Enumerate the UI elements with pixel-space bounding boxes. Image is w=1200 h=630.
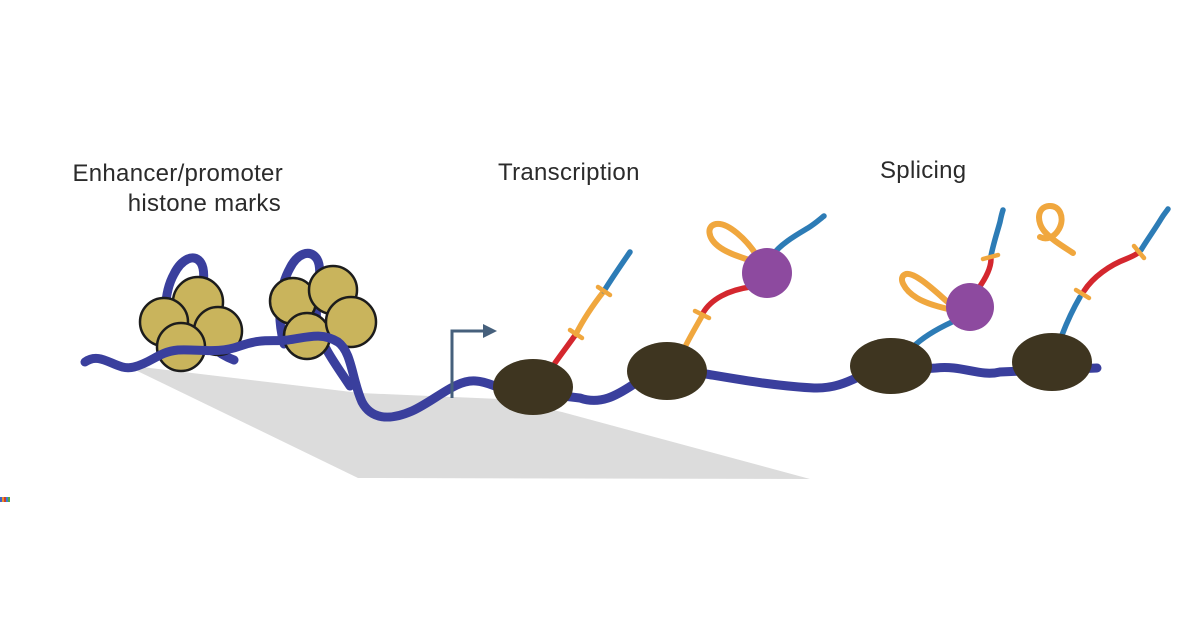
junction-tick-4b [1131,243,1147,261]
transcript-1-blue-segment [601,249,633,294]
spliceosome-2 [946,283,994,331]
free-intron-lariat [1036,203,1076,256]
junction-tick-1a [567,327,585,341]
intron-lariat-1 [706,220,760,265]
spliceosome-1 [742,248,792,298]
transcript-1-red-segment [552,331,579,366]
spliceosome-2-exit-red [975,256,994,292]
dna-strand [80,331,1102,422]
transcript-2-red-segment [700,284,753,316]
junction-tick-1b [595,284,613,298]
spliceosome-complex-1 [706,213,827,298]
tss-arrow-line [450,329,483,398]
label-histone-marks-line2: histone marks [128,190,281,217]
spliceosome-1-exit-blue [769,213,827,259]
transcript-2-amber-segment [683,313,705,348]
rna-polymerase-3 [850,338,932,394]
nucleosome-2 [268,264,378,361]
transcript-4-red-segment [1081,250,1141,294]
junction-tick-3 [980,252,1001,262]
nascent-transcript-4 [1059,206,1171,338]
junction-tick-2 [692,308,712,321]
ground-shadow [125,365,810,479]
transcript-1-amber-segment [573,288,607,337]
label-splicing: Splicing [880,157,966,184]
rna-polymerase-1 [493,359,573,415]
nascent-transcript-1 [552,249,633,366]
left-edge-color-strip-artifact [0,497,10,502]
transcript-3-blue-segment [910,319,955,350]
tss-arrowhead [483,324,497,338]
nucleosome-1 [138,275,244,373]
rna-polymerase-4 [1012,333,1092,391]
spliceosome-complex-2 [899,207,1006,331]
tss-arrow [450,324,497,398]
nascent-transcript-2 [683,284,753,348]
intron-lariat-2 [899,271,953,312]
transcript-4-blue-segment-lower [1059,294,1083,338]
histone-2d [324,295,378,349]
label-transcription: Transcription [498,159,640,186]
transcript-4-blue-segment-upper [1138,206,1171,253]
label-histone-marks-line1: Enhancer/promoter [72,160,283,187]
spliceosome-2-exit-blue [988,207,1006,259]
rna-polymerase-2 [627,342,707,400]
junction-tick-4a [1073,287,1092,301]
